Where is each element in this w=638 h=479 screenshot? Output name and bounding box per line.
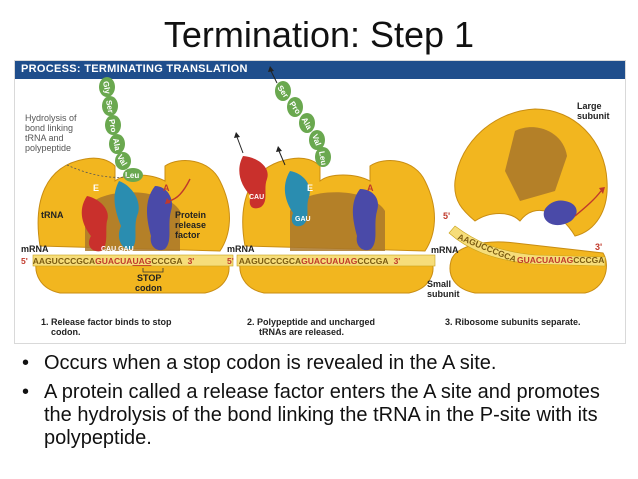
- aa-gly: Gly: [101, 80, 112, 95]
- p3-seq-part2: GUACUAUAG: [517, 255, 574, 265]
- panel2-release-factor: [352, 189, 379, 251]
- p2-site-e: E: [307, 183, 313, 193]
- p1-caption-line1: 1. Release factor binds to stop: [41, 317, 172, 327]
- p1-mrna-sequence: 5' AAGUCCCGCAGUACUAUAGCCCGA 3': [21, 256, 194, 266]
- p2-arrow-mid: [278, 150, 286, 166]
- panel1-trna-blue: [114, 181, 139, 250]
- p3-small-line2: subunit: [427, 289, 460, 299]
- panel1-polypeptide: Gly Ser Pro Ala Val Leu: [99, 77, 143, 182]
- p2-arrow-top: [270, 70, 278, 84]
- p2-mrna-sequence: 5' AAGUCCCGCAGUACUAUAGCCCGA 3': [227, 256, 400, 266]
- figure-header-label: PROCESS: TERMINATING TRANSLATION: [21, 63, 248, 75]
- panel3-subunit-channel: [505, 127, 567, 201]
- p2-anticodon-right: GAU: [295, 216, 311, 223]
- p1-seq-part3: CCCGA: [151, 256, 182, 266]
- p1-site-a: A: [163, 183, 170, 193]
- panel2-mrna-strip: [236, 254, 436, 267]
- panel3-mrna-strip: [448, 225, 606, 267]
- p3-red-arrow-head: [599, 187, 605, 194]
- slide-title: Termination: Step 1: [163, 14, 475, 55]
- p1-rf-line2: release: [175, 220, 206, 230]
- panel1-small-subunit: [35, 258, 230, 294]
- panel1-hydrolysis-pointer: [66, 164, 128, 178]
- diagram-svg: Gly Ser Pro Ala Val Leu Hydrolysis of bo…: [21, 66, 610, 337]
- p2-aa-leu: Leu: [317, 150, 328, 166]
- p1-hydrolysis-line2: bond linking: [25, 123, 73, 133]
- p3-small-line1: Small: [427, 279, 451, 289]
- p1-site-e: E: [93, 183, 99, 193]
- bullet-text: A protein called a release factor enters…: [44, 381, 600, 449]
- figure-header: PROCESS: TERMINATING TRANSLATION: [15, 61, 625, 79]
- panel-2: Ser Pro Ala Val Leu CAU GAU E A mRNA 5' …: [227, 66, 436, 337]
- p2-caption-line2: tRNAs are released.: [259, 327, 344, 337]
- panel2-trna-blue: [284, 171, 310, 227]
- p3-seq-part3: CCCGA: [573, 255, 604, 265]
- p2-arrow-top-head: [268, 66, 274, 72]
- p1-rf-line3: factor: [175, 230, 201, 240]
- bullet-item: • Occurs when a stop codon is revealed in…: [22, 352, 622, 375]
- bullet-item: • A protein called a release factor enter…: [22, 381, 622, 450]
- p2-anticodon-left: CAU: [249, 194, 264, 201]
- p1-caption-line2: codon.: [51, 327, 81, 337]
- p1-stop-line1: STOP: [137, 273, 161, 283]
- aa-pro: Pro: [107, 118, 118, 133]
- aa-leu: Leu: [125, 171, 139, 180]
- p2-arrow-mid-head: [276, 146, 282, 152]
- p2-arrow-left: [236, 136, 244, 154]
- bullet-list: • Occurs when a stop codon is revealed in…: [22, 352, 622, 456]
- panel2-trna-red: [239, 156, 268, 209]
- panel-1: Gly Ser Pro Ala Val Leu Hydrolysis of bo…: [21, 77, 234, 337]
- bullet-dot-icon: •: [22, 381, 30, 403]
- p2-mrna-label: mRNA: [227, 244, 255, 254]
- p1-hydrolysis-line1: Hydrolysis of: [25, 113, 77, 123]
- panel1-trna-red: [81, 196, 108, 252]
- p3-large-line1: Large: [577, 101, 602, 111]
- p1-seq-part2: GUACUA: [95, 256, 132, 266]
- p2-five-prime: 5': [227, 256, 234, 266]
- panel1-red-arrow: [168, 178, 191, 202]
- p1-rf-line1: Protein: [175, 210, 206, 220]
- p2-seq-part2: GUACUAUAG: [301, 256, 358, 266]
- p1-five-prime: 5': [21, 256, 28, 266]
- p1-seq-part1: AAGUCCCGCA: [33, 256, 95, 266]
- p2-aa-val: Val: [310, 133, 322, 147]
- p3-caption: 3. Ribosome subunits separate.: [445, 317, 581, 327]
- p1-hydrolysis-line4: polypeptide: [25, 143, 71, 153]
- panel3-release-factor: [543, 200, 577, 226]
- termination-figure: PROCESS: TERMINATING TRANSLATION Gly Ser…: [14, 60, 626, 344]
- bullet-text: Occurs when a stop codon is revealed in …: [44, 352, 497, 374]
- p1-trna-label: tRNA: [41, 210, 64, 220]
- p3-five-prime: 5': [443, 211, 450, 221]
- panel2-polypeptide: Ser Pro Ala Val Leu: [275, 81, 331, 167]
- aa-ser: Ser: [104, 99, 115, 113]
- panel2-small-subunit: [239, 258, 434, 294]
- p1-seq-stop: UAG: [132, 256, 151, 266]
- p2-arrow-left-head: [234, 132, 240, 138]
- panel1-mrna-strip: [32, 254, 234, 267]
- p2-seq-part3: CCCGA: [357, 256, 388, 266]
- p1-hydrolysis-line3: tRNA and: [25, 133, 64, 143]
- p2-caption-line1: 2. Polypeptide and uncharged: [247, 317, 375, 327]
- p1-stop-line2: codon: [135, 283, 162, 293]
- p1-mrna-label: mRNA: [21, 244, 49, 254]
- p1-anticodon: CAU GAU: [101, 246, 134, 253]
- panel1-red-arrow-head: [165, 198, 171, 204]
- p1-stop-bracket: [142, 268, 164, 273]
- p2-three-prime: 3': [394, 256, 401, 266]
- p2-seq-part1: AAGUCCCGCA: [239, 256, 301, 266]
- p3-mrna-label: mRNA: [431, 245, 459, 255]
- panel-3: Large subunit 5' mRNA AAGUCCCGCA GUACUAU…: [427, 101, 610, 327]
- p3-three-prime: 3': [595, 242, 602, 252]
- p2-site-a: A: [367, 183, 374, 193]
- p3-red-arrow: [574, 190, 602, 217]
- p3-mrna-sequence: GUACUAUAGCCCGA: [517, 255, 604, 265]
- bullet-dot-icon: •: [22, 352, 30, 374]
- p3-large-line2: subunit: [577, 111, 610, 121]
- aa-ala: Ala: [111, 137, 122, 151]
- p1-three-prime: 3': [188, 256, 195, 266]
